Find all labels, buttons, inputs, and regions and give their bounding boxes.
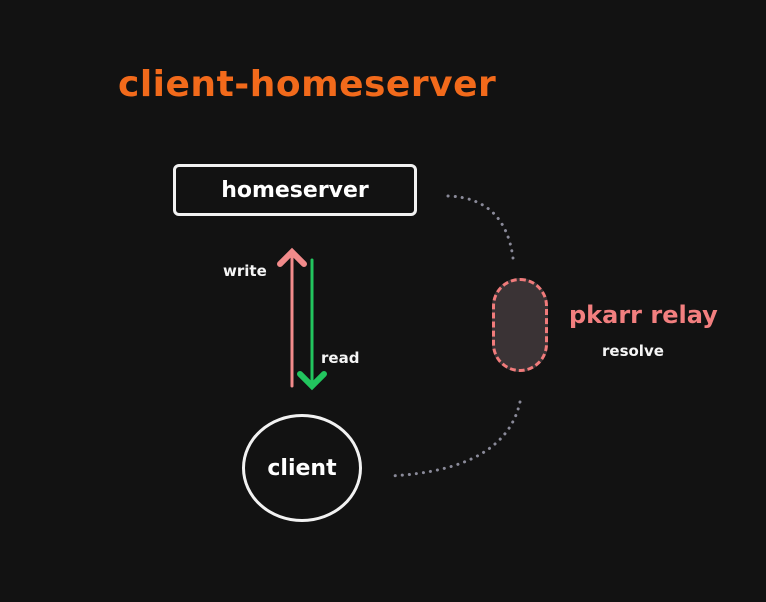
client-label: client [267,455,337,481]
homeserver-label: homeserver [221,177,369,203]
pkarr-relay-node [492,278,548,372]
dotted-link-homeserver-relay [446,194,515,260]
homeserver-node: homeserver [173,164,417,216]
client-node: client [242,414,362,522]
diagram-title: client-homeserver [118,64,497,105]
read-label: read [321,349,360,367]
dotted-link-relay-client [388,400,522,478]
resolve-label: resolve [602,342,664,360]
pkarr-relay-label: pkarr relay [569,301,718,329]
write-label: write [223,262,267,280]
